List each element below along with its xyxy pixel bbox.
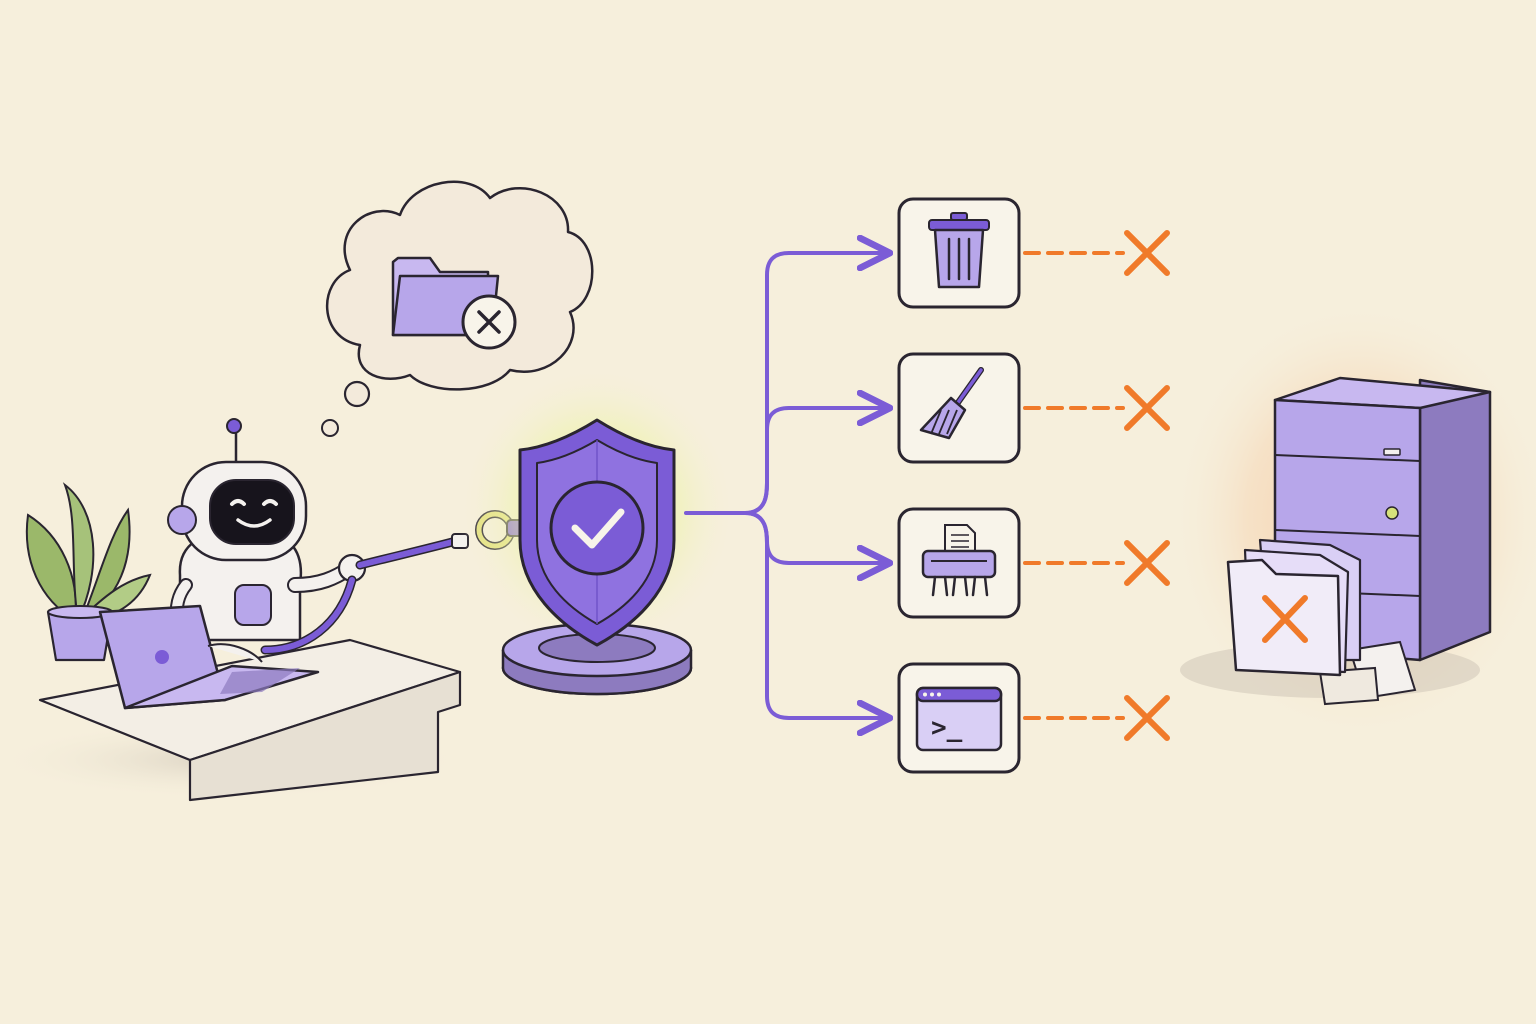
trash-can-icon	[928, 212, 990, 289]
action-delete	[897, 197, 1170, 309]
blocked-actions: >_	[897, 197, 1170, 774]
paper-shredder-icon	[921, 524, 997, 597]
blocked-x-icon	[1124, 385, 1170, 431]
action-shred	[897, 507, 1170, 619]
desk	[0, 638, 470, 802]
terminal-window-icon: >_	[915, 686, 1003, 752]
thought-bubble-small	[321, 419, 339, 437]
blocked-x-icon	[1124, 540, 1170, 586]
scattered-papers	[1318, 640, 1417, 706]
folder-x-icon	[1226, 538, 1362, 677]
action-cleanup	[897, 352, 1170, 464]
branch-arrow-cleanup	[743, 408, 887, 515]
branching-arrows	[684, 253, 887, 718]
action-terminal: >_	[897, 662, 1170, 774]
blocked-x-icon	[1124, 230, 1170, 276]
blocked-x-icon	[1124, 695, 1170, 741]
thought-cloud	[321, 180, 594, 437]
thought-bubble-large	[343, 380, 371, 408]
shield-check-icon	[457, 365, 737, 696]
folder-with-x-icon	[391, 256, 517, 350]
broom-icon	[919, 367, 984, 440]
branch-arrow-terminal	[743, 511, 887, 718]
terminal-prompt: >_	[931, 713, 963, 743]
potted-plant-icon	[25, 482, 152, 662]
laptop-icon	[98, 604, 320, 710]
